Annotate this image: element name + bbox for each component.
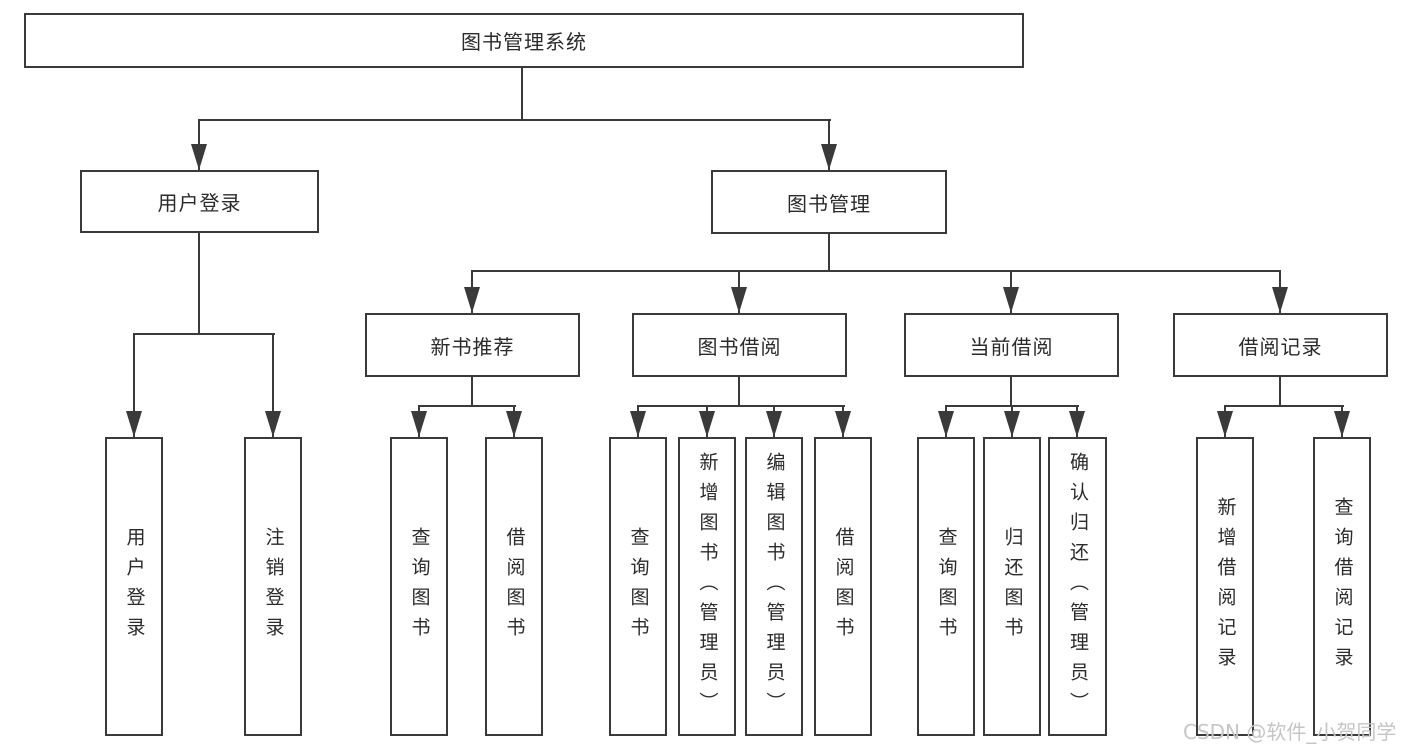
node-book-borrow-label: 图书借阅: [697, 334, 782, 359]
leaf-user-login-label: 用户登录: [123, 526, 146, 647]
arrowhead-down-icon: [1003, 287, 1019, 313]
connector-line: [418, 405, 516, 407]
leaf-user-login: 用户登录: [105, 437, 163, 736]
leaf-query-borrow-record-label: 查询借阅记录: [1331, 496, 1354, 677]
arrowhead-down-icon: [630, 411, 646, 437]
node-user-login-label: 用户登录: [157, 191, 242, 215]
leaf-confirm-return-admin: 确认归还（管理员）: [1048, 437, 1107, 736]
leaf-query-books-recommend-label: 查询图书: [408, 526, 431, 647]
leaf-query-borrow-record: 查询借阅记录: [1313, 437, 1371, 736]
connector-line: [133, 333, 135, 437]
arrowhead-down-icon: [265, 411, 281, 437]
leaf-return-book: 归还图书: [983, 437, 1041, 736]
node-current-borrow-label: 当前借阅: [969, 334, 1054, 359]
arrowhead-down-icon: [1272, 287, 1288, 313]
leaf-borrow-books-2-label: 借阅图书: [832, 526, 855, 647]
leaf-query-books-recommend: 查询图书: [390, 437, 448, 736]
arrowhead-down-icon: [1069, 411, 1085, 437]
leaf-edit-book-admin-label: 编辑图书（管理员）: [763, 451, 786, 722]
connector-line: [471, 270, 1281, 272]
leaf-add-borrow-record: 新增借阅记录: [1196, 437, 1254, 736]
connector-line: [738, 377, 740, 407]
node-new-book-recommend: 新书推荐: [365, 313, 580, 377]
leaf-query-books-current: 查询图书: [917, 437, 975, 736]
node-system-root-label: 图书管理系统: [461, 30, 587, 54]
node-system-root: 图书管理系统: [24, 13, 1024, 68]
leaf-borrow-books-recommend: 借阅图书: [485, 437, 543, 736]
node-borrow-records-label: 借阅记录: [1238, 334, 1323, 359]
arrowhead-down-icon: [126, 411, 142, 437]
arrowhead-down-icon: [411, 411, 427, 437]
connector-line: [1010, 377, 1012, 407]
leaf-add-book-admin-label: 新增图书（管理员）: [696, 451, 719, 722]
arrowhead-down-icon: [1004, 411, 1020, 437]
node-new-book-recommend-label: 新书推荐: [430, 334, 515, 359]
arrowhead-down-icon: [1334, 411, 1350, 437]
leaf-query-books-borrow: 查询图书: [609, 437, 667, 736]
connector-line: [133, 333, 275, 335]
arrowhead-down-icon: [938, 411, 954, 437]
connector-line: [198, 119, 831, 121]
connector-line: [637, 405, 845, 407]
leaf-edit-book-admin: 编辑图书（管理员）: [745, 437, 803, 736]
leaf-borrow-books-recommend-label: 借阅图书: [503, 526, 526, 647]
leaf-query-books-borrow-label: 查询图书: [627, 526, 650, 647]
node-book-management-label: 图书管理: [787, 191, 871, 216]
leaf-add-borrow-record-label: 新增借阅记录: [1214, 496, 1237, 677]
leaf-borrow-books-2: 借阅图书: [814, 437, 872, 736]
leaf-logout: 注销登录: [244, 437, 302, 736]
connector-line: [521, 68, 523, 121]
leaf-add-book-admin: 新增图书（管理员）: [678, 437, 736, 736]
arrowhead-down-icon: [506, 411, 522, 437]
connector-line: [1279, 377, 1281, 407]
leaf-return-book-label: 归还图书: [1001, 526, 1024, 647]
csdn-watermark: CSDN @软件_小贺同学: [1183, 720, 1397, 744]
connector-line: [471, 377, 473, 407]
arrowhead-down-icon: [1217, 411, 1233, 437]
node-borrow-records: 借阅记录: [1173, 313, 1388, 377]
connector-line: [828, 234, 830, 272]
arrowhead-down-icon: [821, 144, 837, 170]
arrowhead-down-icon: [191, 144, 207, 170]
leaf-query-books-current-label: 查询图书: [935, 526, 958, 647]
leaf-logout-label: 注销登录: [262, 526, 285, 647]
node-book-management: 图书管理: [711, 170, 947, 234]
node-book-borrow: 图书借阅: [632, 313, 847, 377]
connector-line: [1224, 405, 1344, 407]
arrowhead-down-icon: [766, 411, 782, 437]
leaf-confirm-return-admin-label: 确认归还（管理员）: [1067, 451, 1089, 722]
arrowhead-down-icon: [835, 411, 851, 437]
arrowhead-down-icon: [699, 411, 715, 437]
node-user-login: 用户登录: [80, 170, 319, 233]
arrowhead-down-icon: [731, 287, 747, 313]
arrowhead-down-icon: [464, 287, 480, 313]
connector-line: [198, 233, 200, 335]
connector-line: [272, 333, 274, 437]
node-current-borrow: 当前借阅: [904, 313, 1119, 377]
